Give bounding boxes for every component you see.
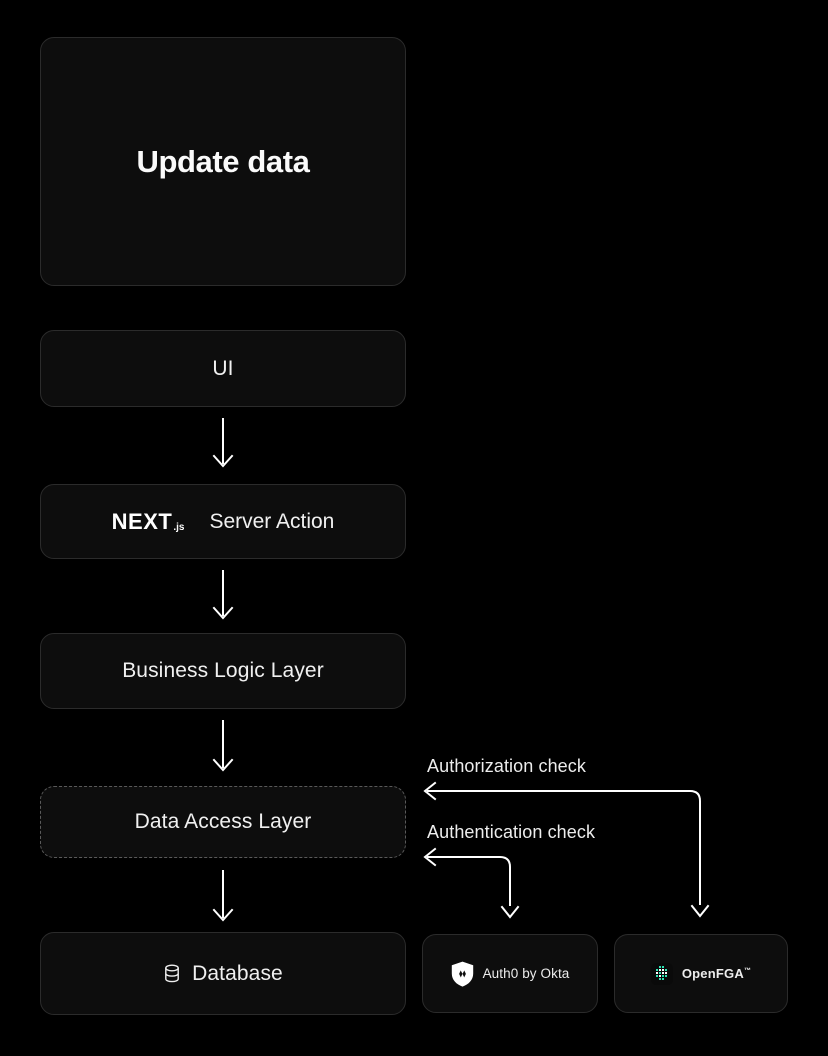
- nextjs-logo: NEXT.js: [112, 509, 185, 535]
- node-data-access-layer[interactable]: Data Access Layer: [40, 786, 406, 858]
- node-business-logic-layer[interactable]: Business Logic Layer: [40, 633, 406, 709]
- openfga-label: OpenFGA™: [681, 966, 752, 981]
- node-openfga[interactable]: OpenFGA™: [614, 934, 788, 1013]
- edge-label-authentication: Authentication check: [427, 822, 596, 842]
- arrow-authentication: [423, 847, 520, 919]
- node-server-action-label: Server Action: [209, 509, 335, 533]
- node-database-label: Database: [192, 961, 283, 985]
- node-auth0[interactable]: Auth0 by Okta: [422, 934, 598, 1013]
- openfga-matrix-icon: [650, 962, 673, 985]
- node-ui-label: UI: [212, 356, 234, 380]
- openfga-trademark: ™: [743, 967, 752, 975]
- node-ui[interactable]: UI: [40, 330, 406, 407]
- arrow-server-to-business: [205, 570, 241, 626]
- database-icon: [163, 964, 181, 983]
- arrow-dal-to-database: [205, 870, 241, 928]
- nextjs-wordmark: NEXT: [111, 508, 173, 534]
- node-database[interactable]: Database: [40, 932, 406, 1015]
- arrow-business-to-dal: [205, 720, 241, 778]
- auth0-shield-icon: [451, 961, 474, 987]
- nextjs-suffix: .js: [173, 521, 185, 533]
- node-data-access-layer-label: Data Access Layer: [134, 810, 312, 833]
- arrow-authorization: [423, 781, 710, 918]
- arrow-ui-to-server: [205, 418, 241, 474]
- node-server-action[interactable]: NEXT.js Server Action: [40, 484, 406, 559]
- page-title: Update data: [136, 143, 310, 179]
- auth0-label: Auth0 by Okta: [482, 966, 570, 981]
- title-card: Update data: [40, 37, 406, 286]
- node-business-logic-label: Business Logic Layer: [122, 659, 324, 682]
- edge-label-authorization: Authorization check: [427, 756, 586, 776]
